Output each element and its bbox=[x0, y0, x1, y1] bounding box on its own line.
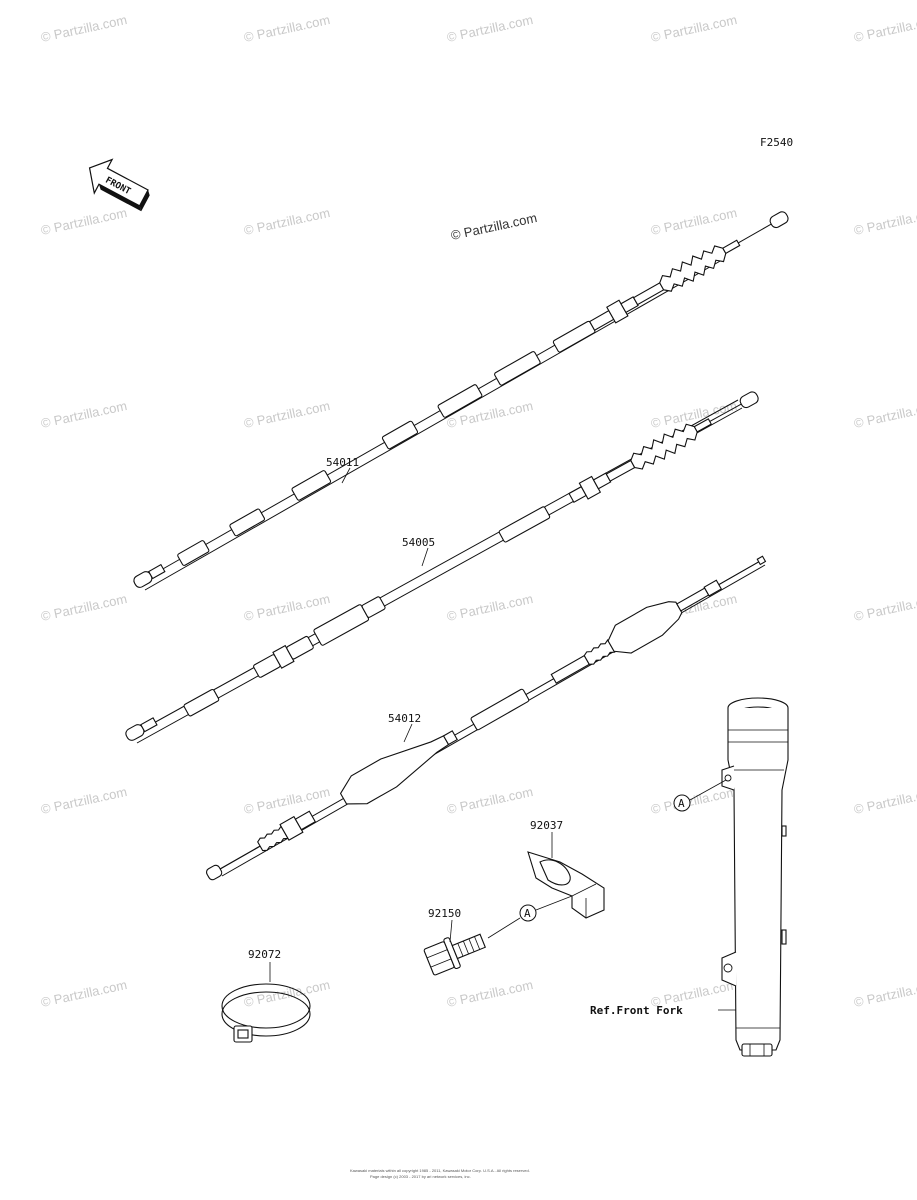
watermark: © Partzilla.com bbox=[243, 591, 332, 624]
watermark: © Partzilla.com bbox=[853, 591, 917, 624]
watermark: © Partzilla.com bbox=[650, 12, 739, 45]
watermark: © Partzilla.com bbox=[853, 205, 917, 238]
watermark: © Partzilla.com bbox=[40, 591, 129, 624]
leader-54005 bbox=[421, 547, 429, 567]
watermark: © Partzilla.com bbox=[40, 205, 129, 238]
front-arrow-shadow-side bbox=[139, 189, 150, 212]
watermark: © Partzilla.com bbox=[650, 205, 739, 238]
callout-54011: 54011 bbox=[326, 456, 359, 469]
band-92072 bbox=[221, 983, 311, 1043]
watermark: © Partzilla.com bbox=[853, 977, 917, 1010]
cable-54005 bbox=[125, 391, 759, 744]
watermark: © Partzilla.com bbox=[243, 12, 332, 45]
watermark: © Partzilla.com bbox=[243, 398, 332, 431]
watermark: © Partzilla.com bbox=[446, 977, 535, 1010]
leader-54011 bbox=[341, 467, 351, 484]
front-direction-arrow: FRONT bbox=[88, 158, 150, 212]
watermark: © Partzilla.com bbox=[853, 784, 917, 817]
mark-a-clamp bbox=[519, 904, 537, 922]
callout-92037: 92037 bbox=[530, 819, 563, 832]
watermark: © Partzilla.com bbox=[243, 205, 332, 238]
center-watermark: © Partzilla.com bbox=[450, 210, 539, 243]
watermark: © Partzilla.com bbox=[243, 784, 332, 817]
watermark: © Partzilla.com bbox=[853, 398, 917, 431]
mark-a-fork-label: A bbox=[678, 797, 685, 810]
watermark: © Partzilla.com bbox=[243, 977, 332, 1010]
clamp-92037 bbox=[527, 851, 605, 919]
diagram-code: F2540 bbox=[760, 136, 793, 149]
leader-92150 bbox=[449, 919, 453, 943]
watermark: © Partzilla.com bbox=[446, 591, 535, 624]
leader-a-clamp bbox=[535, 895, 573, 911]
front-arrow-shape bbox=[88, 158, 149, 207]
watermark: © Partzilla.com bbox=[40, 784, 129, 817]
watermark: © Partzilla.com bbox=[40, 12, 129, 45]
watermark-layer: © Partzilla.com © Partzilla.com © Partzi… bbox=[40, 12, 917, 1010]
watermark: © Partzilla.com bbox=[40, 977, 129, 1010]
mark-a-clamp-label: A bbox=[524, 907, 531, 920]
watermark: © Partzilla.com bbox=[40, 398, 129, 431]
watermark: © Partzilla.com bbox=[446, 784, 535, 817]
copyright-line-2: Page design (c) 2003 - 2017 by ari netwo… bbox=[370, 1174, 471, 1179]
front-fork-reference bbox=[721, 697, 789, 1057]
callout-54012: 54012 bbox=[388, 712, 421, 725]
callout-92072: 92072 bbox=[248, 948, 281, 961]
leader-a-fork bbox=[689, 779, 727, 801]
bolt-92150 bbox=[423, 933, 486, 976]
cable-54012 bbox=[205, 555, 767, 881]
ref-front-fork-label: Ref.Front Fork bbox=[590, 1004, 683, 1017]
mark-a-fork bbox=[673, 794, 691, 812]
leader-bolt-to-a bbox=[487, 917, 521, 939]
front-arrow-shadow bbox=[98, 184, 142, 212]
watermark: © Partzilla.com bbox=[446, 12, 535, 45]
callout-92150: 92150 bbox=[428, 907, 461, 920]
watermark: © Partzilla.com bbox=[650, 784, 739, 817]
cable-54011 bbox=[133, 211, 789, 591]
copyright-line-1: Kawasaki materials within all copyright … bbox=[350, 1168, 530, 1173]
callout-54005: 54005 bbox=[402, 536, 435, 549]
watermark: © Partzilla.com bbox=[853, 12, 917, 45]
leader-54012 bbox=[403, 723, 413, 743]
